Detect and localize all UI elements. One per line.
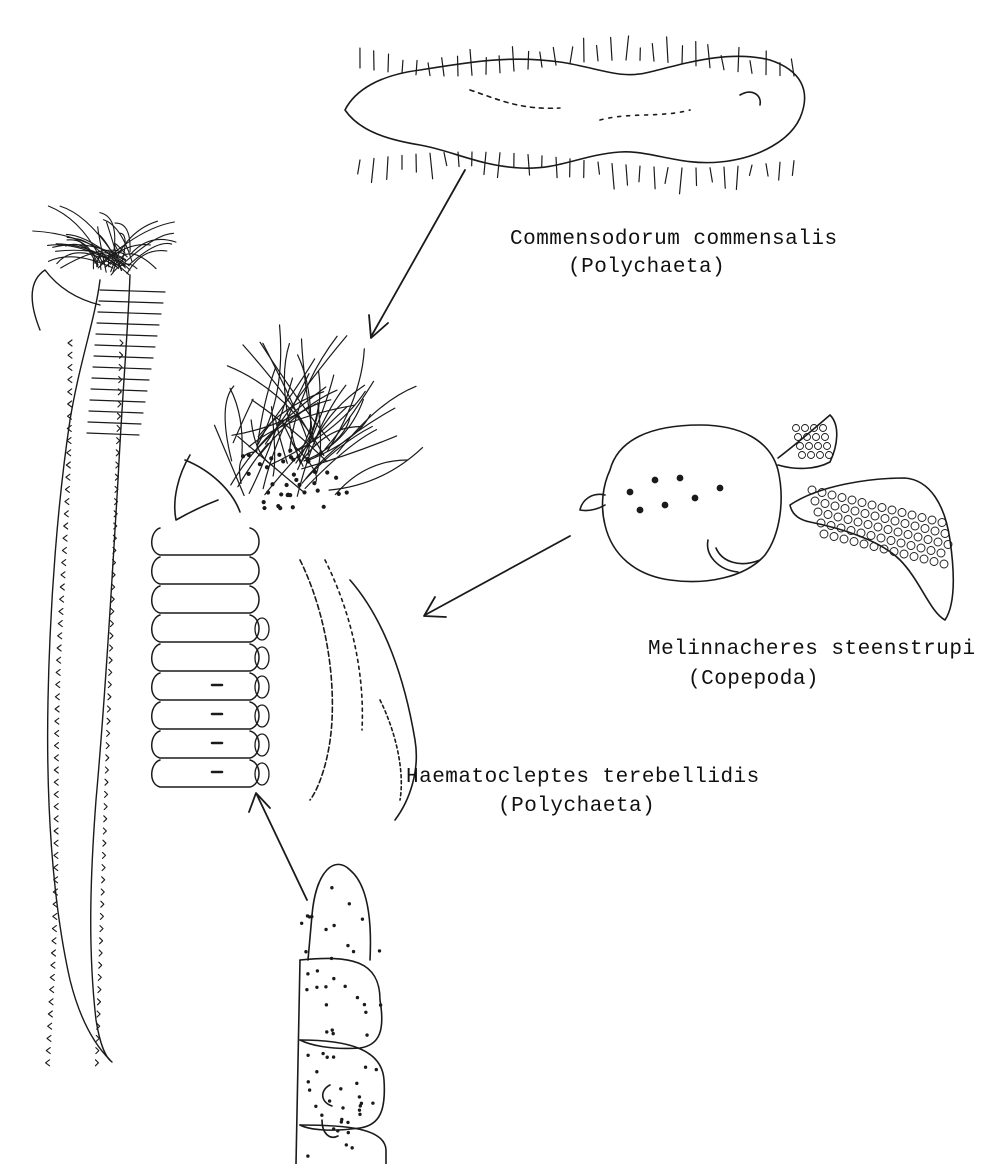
host-tentacle-crown (214, 325, 422, 510)
terebellid-full-illustration (32, 206, 176, 1066)
terebellid-tentacles (33, 206, 176, 275)
host-worm-illustration (152, 325, 423, 820)
arrow-haematocleptes-to-host (249, 793, 307, 900)
haematocleptes-group-label: (Polychaeta) (498, 795, 655, 818)
haematocleptes-illustration (296, 864, 386, 1164)
copepod-egg-sacs (793, 425, 953, 569)
haematocleptes-name-label: Haematocleptes terebellidis (406, 766, 760, 789)
melinnacheres-group-label: (Copepoda) (688, 668, 819, 691)
arrow-commensodorum-to-host (369, 170, 465, 338)
commensodorum-chaetae (358, 36, 794, 194)
host-body-segments (152, 528, 269, 787)
arrow-melinnacheres-to-host (424, 536, 570, 617)
copepod-body-spots (627, 475, 722, 512)
commensodorum-name-label: Commensodorum commensalis (510, 228, 838, 251)
commensodorum-illustration (345, 36, 805, 194)
melinnacheres-name-label: Melinnacheres steenstrupi (648, 638, 976, 661)
commensodorum-group-label: (Polychaeta) (568, 256, 725, 279)
melinnacheres-illustration (580, 415, 953, 620)
